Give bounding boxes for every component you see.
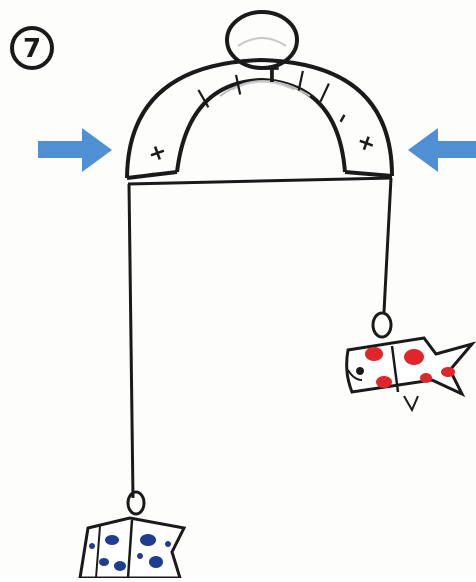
arch-mark-2: – [143,160,157,185]
hanging-ring [225,10,299,70]
left-string [127,183,135,499]
step-badge: 7 [10,26,54,70]
crossbar-string [127,176,393,186]
arch-mark-7: | [317,79,334,104]
arrow-right-icon [38,128,112,172]
step-number: 7 [23,34,41,64]
red-fish [345,311,476,413]
blue-fish [78,490,187,580]
arch-mark-9: + [353,129,379,159]
right-string [382,177,393,313]
arrow-left-icon [408,128,476,172]
arch-mark-5: T [265,63,279,87]
paper-arch [125,57,394,180]
arch-mark-6: | [295,67,307,92]
